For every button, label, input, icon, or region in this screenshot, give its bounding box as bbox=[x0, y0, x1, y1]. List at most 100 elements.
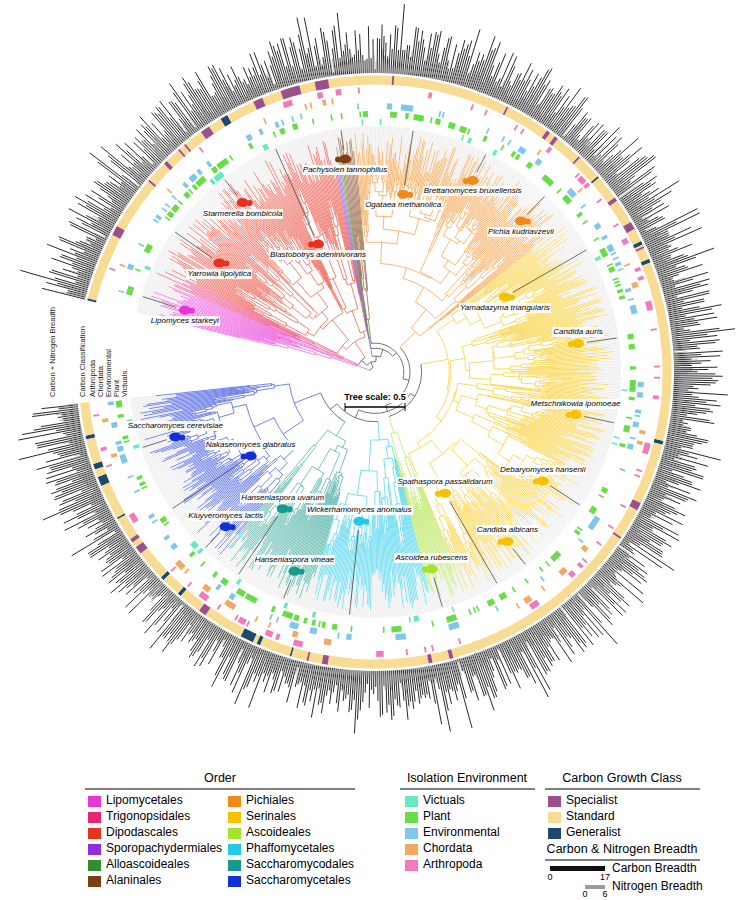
legend-swatch bbox=[405, 860, 418, 871]
scale-number: 6 bbox=[602, 890, 607, 899]
legend-label: Saccharomycodales bbox=[246, 857, 354, 871]
legend-heading: Isolation Environment bbox=[407, 771, 527, 786]
leader-line bbox=[584, 416, 613, 422]
legend-label: Arthropoda bbox=[423, 857, 482, 871]
tree-branch bbox=[337, 147, 371, 348]
leader-line bbox=[143, 297, 176, 308]
legend-label: Lipomycetales bbox=[106, 793, 183, 807]
legend-label: Plant bbox=[423, 809, 450, 823]
cell-silhouettes bbox=[143, 130, 617, 614]
species-label: Hanseniaspora uvarum bbox=[240, 493, 325, 503]
carbon-breadth-bar bbox=[19, 4, 735, 733]
cell-bud bbox=[179, 434, 185, 440]
legend-swatch bbox=[548, 812, 561, 823]
species-label: Starmerella bombicola bbox=[202, 209, 284, 219]
nitrogen-breadth-bar bbox=[56, 49, 698, 694]
ring-label: Victuals bbox=[121, 371, 129, 397]
leader-line bbox=[587, 338, 617, 342]
species-label: Nakaseomyces glabratus bbox=[205, 440, 297, 450]
legend-heading: Carbon & Nitrogen Breadth bbox=[547, 842, 698, 857]
species-label: Brettanomyces bruxellensis bbox=[423, 186, 523, 196]
legend-swatch bbox=[405, 796, 418, 807]
species-label: Blastobotrys adeninivorans bbox=[269, 250, 367, 260]
species-label: Yamadazyma triangularis bbox=[459, 303, 551, 313]
cell-bud bbox=[287, 506, 293, 512]
species-label: Debaryomyces hansenii bbox=[499, 465, 586, 475]
legend-swatch bbox=[88, 844, 101, 855]
legend-swatch bbox=[405, 828, 418, 839]
leader-line bbox=[175, 232, 212, 258]
cell-bud bbox=[497, 539, 503, 545]
legend-heading: Order bbox=[204, 771, 236, 786]
legend-swatch bbox=[88, 812, 101, 823]
cell-bud bbox=[308, 242, 314, 248]
cell-bud bbox=[230, 524, 236, 530]
cell-bud bbox=[463, 178, 469, 184]
legend-swatch bbox=[405, 812, 418, 823]
leader-line bbox=[434, 578, 442, 607]
isolation-ring bbox=[111, 106, 641, 637]
legend-label: Phaffomycetales bbox=[246, 841, 335, 855]
phylogenetic-tree bbox=[19, 4, 735, 733]
ring-label: Arthropoda bbox=[89, 360, 97, 397]
cell-bud bbox=[335, 157, 341, 163]
legend-label: Specialist bbox=[566, 793, 617, 807]
legend-swatch bbox=[228, 796, 241, 807]
legend-rule bbox=[545, 860, 700, 861]
tree-scale-label: Tree scale: 0.5 bbox=[342, 392, 408, 403]
tree-branch bbox=[140, 384, 320, 555]
legend-swatch bbox=[88, 828, 101, 839]
leader-line bbox=[239, 516, 278, 574]
leader-line bbox=[143, 440, 167, 448]
scale-number: 0 bbox=[547, 873, 552, 882]
species-label: Pachysolen tannophilus bbox=[302, 165, 389, 175]
species-label: Pichia kudriavzevii bbox=[487, 227, 555, 237]
isolation-ring bbox=[119, 114, 633, 630]
carbon-class-ring bbox=[90, 119, 659, 652]
species-label: Lipomyces starkeyi bbox=[150, 316, 220, 326]
species-label: Saccharomyces cerevisiae bbox=[127, 421, 224, 431]
cell-bud bbox=[407, 192, 413, 198]
leader-line bbox=[341, 130, 344, 150]
legend-label: Standard bbox=[566, 809, 615, 823]
leader-line bbox=[513, 549, 525, 565]
legend-swatch bbox=[228, 844, 241, 855]
carbon-breadth-sample bbox=[550, 866, 605, 871]
legend-swatch bbox=[548, 828, 561, 839]
legend-swatch bbox=[228, 876, 241, 887]
species-label: Candida auris bbox=[552, 327, 603, 337]
leader-line bbox=[550, 486, 579, 505]
tip-extension bbox=[130, 126, 621, 618]
legend-label: Saccharomycetales bbox=[246, 873, 351, 887]
ring-label: Environmental bbox=[105, 349, 113, 397]
legend-swatch bbox=[228, 812, 241, 823]
legend-label: Carbon Breadth bbox=[612, 861, 697, 875]
legend-label: Environmental bbox=[423, 825, 500, 839]
species-label: Hanseniaspora vineae bbox=[254, 555, 336, 565]
ring-label: Chordata bbox=[97, 366, 105, 397]
legend-swatch bbox=[88, 796, 101, 807]
leader-line bbox=[450, 501, 498, 583]
legend-heading: Carbon Growth Class bbox=[562, 771, 682, 786]
cell-bud bbox=[189, 308, 195, 314]
legend-label: Pichiales bbox=[246, 793, 294, 807]
cell-bud bbox=[435, 491, 441, 497]
legend-label: Generalist bbox=[566, 825, 621, 839]
ring-label: Plant bbox=[113, 380, 121, 397]
leader-line bbox=[276, 149, 315, 236]
isolation-ring bbox=[96, 90, 657, 654]
tree-branch bbox=[321, 343, 422, 422]
scale-number: 17 bbox=[600, 873, 610, 882]
legend-rule bbox=[545, 789, 700, 790]
legend-label: Ascoideales bbox=[246, 825, 311, 839]
legend-label: Dipodascales bbox=[106, 825, 178, 839]
leader-line bbox=[284, 580, 291, 599]
species-label: Spathaspora passalidarum bbox=[396, 477, 493, 487]
cell-bud bbox=[223, 261, 229, 267]
carbon-class-ring bbox=[85, 80, 667, 664]
species-label: Kluyveromyces lactis bbox=[187, 511, 264, 521]
leader-line bbox=[527, 196, 544, 214]
cell-bud bbox=[568, 341, 574, 347]
isolation-ring bbox=[130, 122, 625, 620]
